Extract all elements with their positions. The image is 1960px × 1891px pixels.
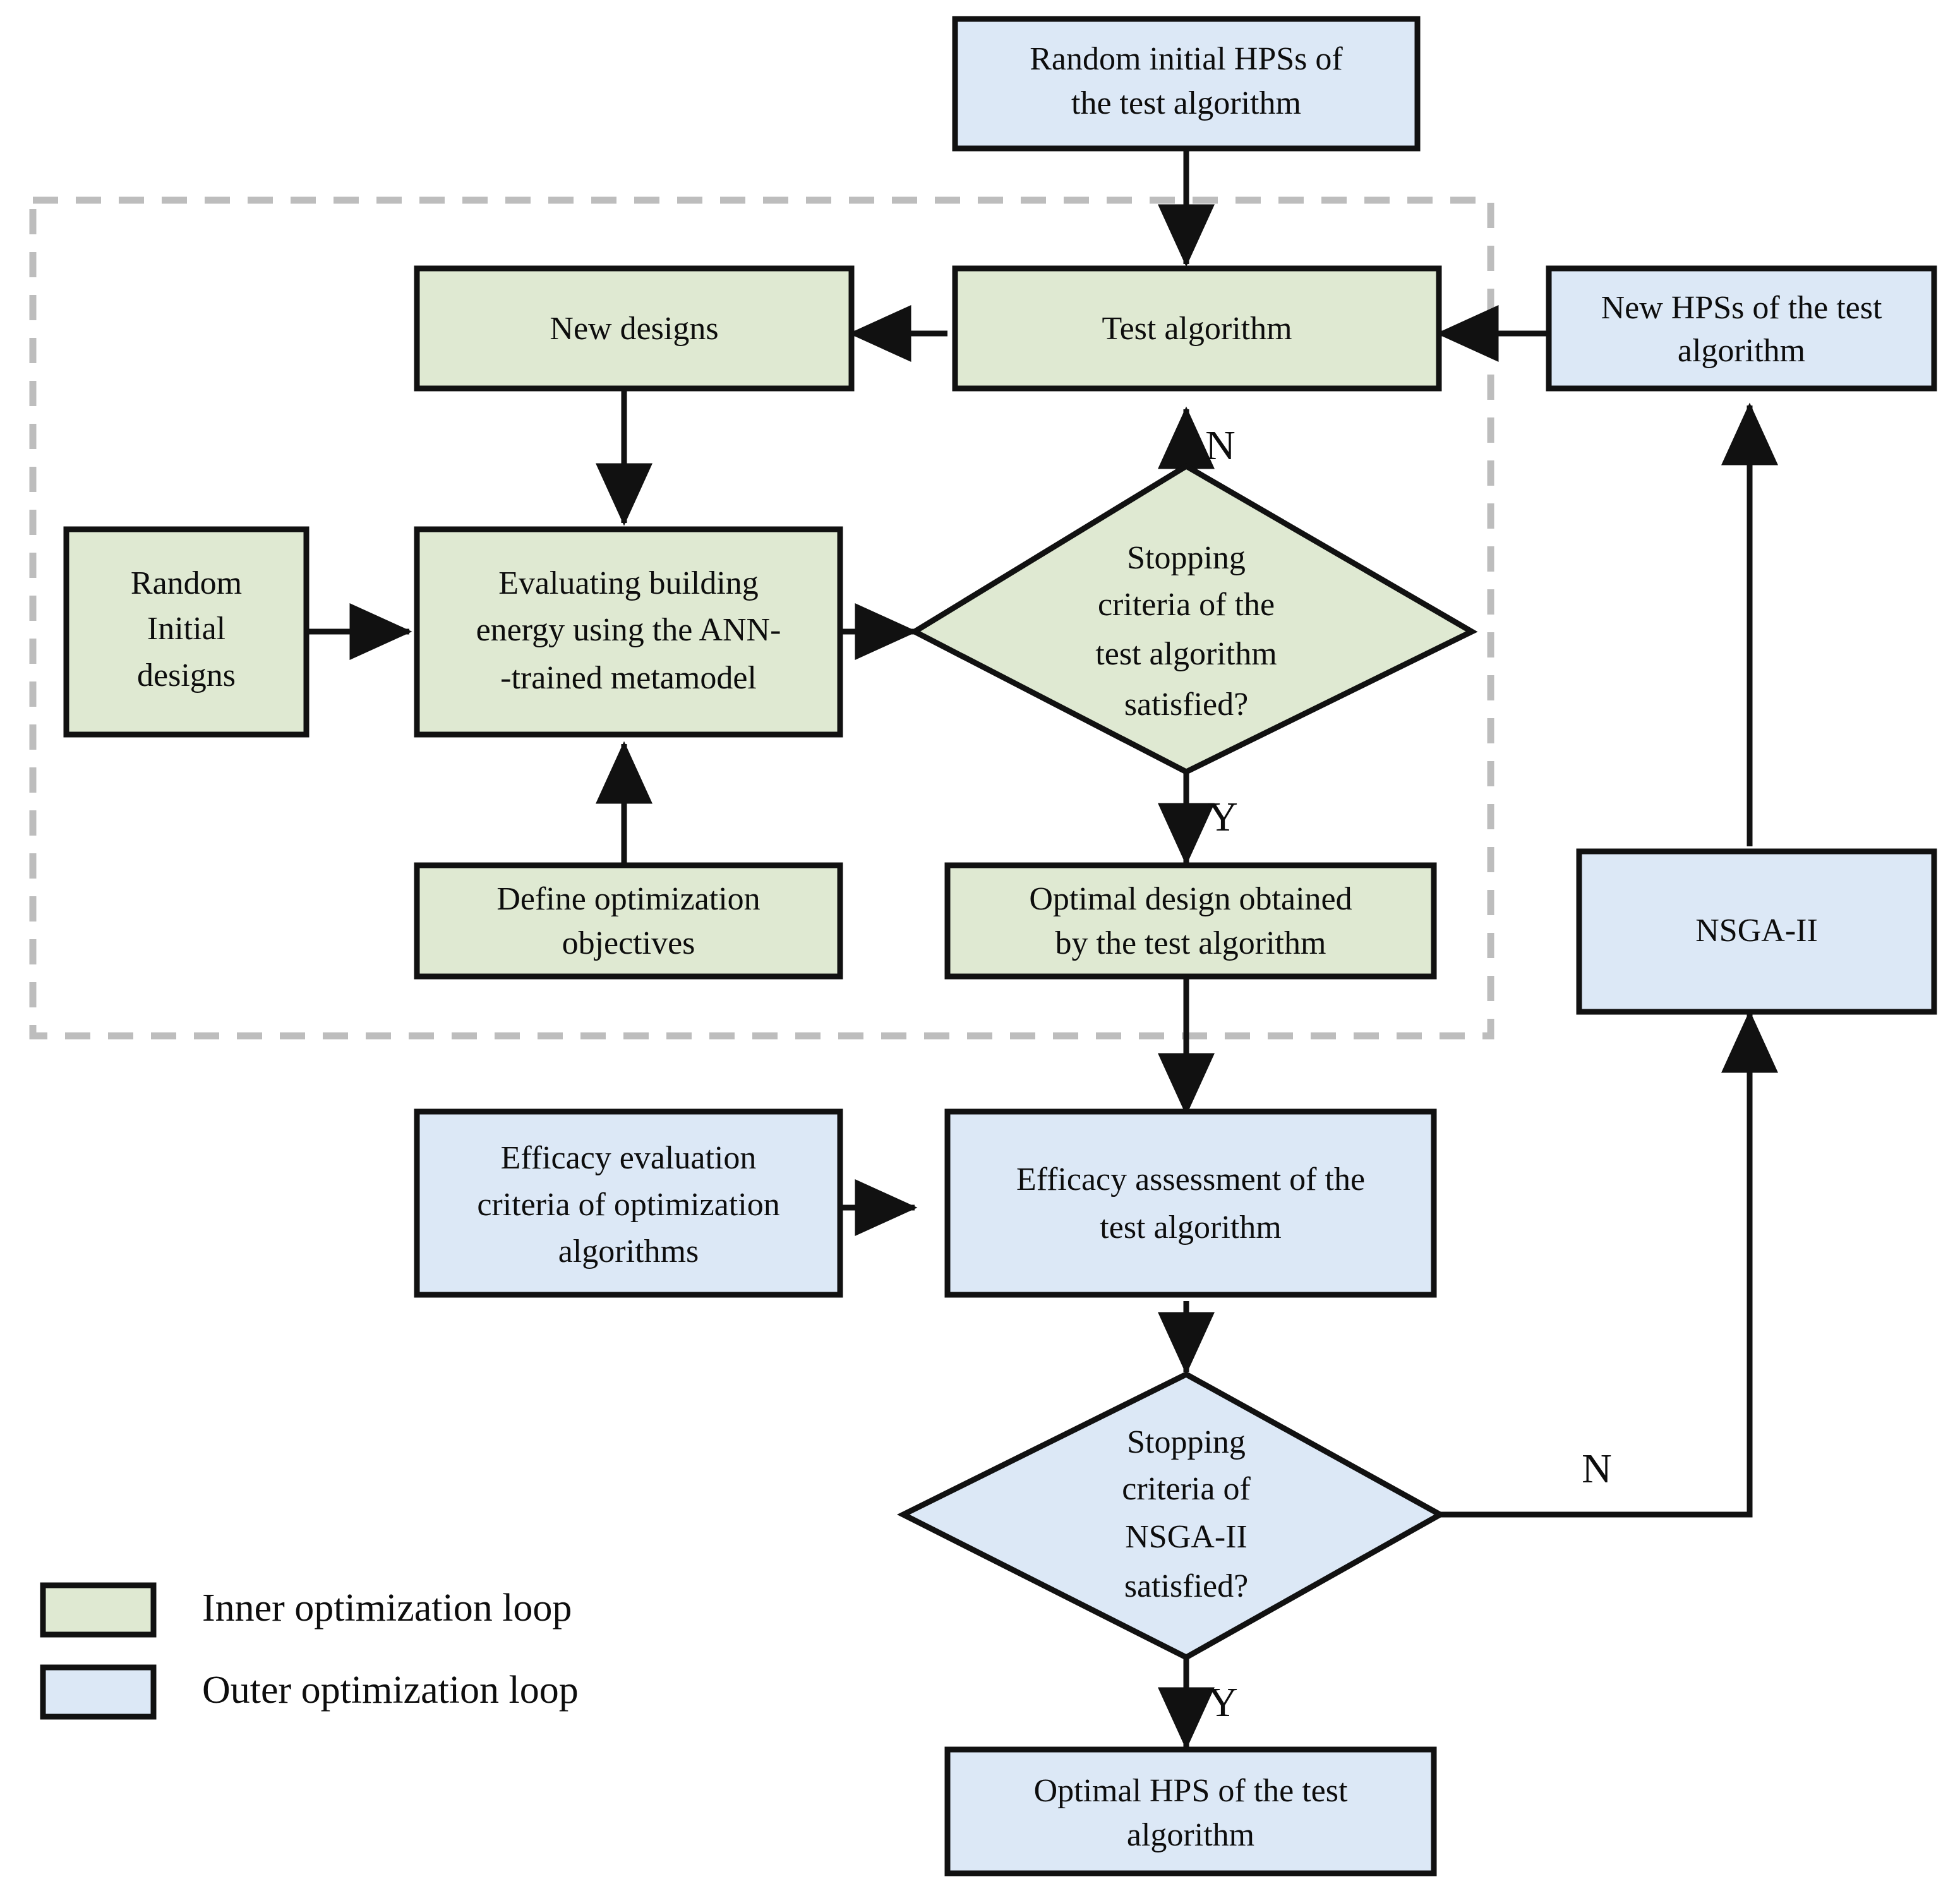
node-stopping-inner-line-1: criteria of the bbox=[1098, 587, 1275, 623]
node-evaluating-building-energy[interactable]: Evaluating building energy using the ANN… bbox=[414, 526, 843, 738]
node-optimal-design-line-1: by the test algorithm bbox=[1055, 925, 1326, 961]
node-random-initial-designs-line-2: designs bbox=[137, 657, 236, 693]
node-optimal-hps-line-1: algorithm bbox=[1127, 1817, 1254, 1853]
node-new-hpss-of-test-algorithm[interactable]: New HPSs of the test algorithm bbox=[1546, 265, 1937, 392]
node-stopping-criteria-nsga[interactable]: Stopping criteria of NSGA-II satisfied? bbox=[896, 1371, 1446, 1661]
node-define-optimization-objectives[interactable]: Define optimization objectives bbox=[414, 862, 843, 980]
node-new-hpss-line-1: algorithm bbox=[1678, 333, 1805, 369]
legend: Inner optimization loop Outer optimizati… bbox=[40, 1582, 579, 1720]
node-evaluating-line-1: energy using the ANN- bbox=[476, 612, 781, 648]
node-evaluating-line-0: Evaluating building bbox=[498, 565, 759, 601]
node-efficacy-assessment-line-0: Efficacy assessment of the bbox=[1016, 1162, 1365, 1198]
legend-item-inner-optimization-loop: Inner optimization loop bbox=[40, 1582, 572, 1638]
node-efficacy-assessment[interactable]: Efficacy assessment of the test algorith… bbox=[944, 1108, 1437, 1298]
node-define-objectives-line-0: Define optimization bbox=[496, 881, 760, 917]
node-define-objectives-line-1: objectives bbox=[562, 925, 695, 961]
node-new-designs[interactable]: New designs bbox=[414, 265, 855, 392]
node-nsga-ii-label: NSGA-II bbox=[1695, 913, 1818, 949]
node-efficacy-criteria-line-0: Efficacy evaluation bbox=[501, 1140, 757, 1176]
legend-swatch-inner bbox=[40, 1582, 157, 1638]
node-random-initial-hpss[interactable]: Random initial HPSs of the test algorith… bbox=[952, 16, 1421, 152]
node-stopping-outer-line-1: criteria of bbox=[1122, 1471, 1251, 1507]
node-efficacy-evaluation-criteria[interactable]: Efficacy evaluation criteria of optimiza… bbox=[414, 1108, 843, 1298]
node-random-initial-designs-line-0: Random bbox=[131, 565, 242, 601]
branch-label-outer-yes: Y bbox=[1208, 1679, 1238, 1726]
branch-label-outer-no: N bbox=[1582, 1446, 1612, 1492]
node-random-initial-designs[interactable]: Random Initial designs bbox=[63, 526, 310, 738]
node-stopping-inner-line-2: test algorithm bbox=[1095, 636, 1277, 672]
branch-label-inner-no: N bbox=[1205, 423, 1236, 469]
node-test-algorithm[interactable]: Test algorithm bbox=[952, 265, 1442, 392]
node-optimal-design-obtained[interactable]: Optimal design obtained by the test algo… bbox=[944, 862, 1437, 980]
node-new-hpss-line-0: New HPSs of the test bbox=[1601, 290, 1882, 326]
node-stopping-inner-line-0: Stopping bbox=[1127, 540, 1246, 576]
node-stopping-outer-line-2: NSGA-II bbox=[1125, 1519, 1248, 1555]
inner-loop-boundary bbox=[29, 196, 1494, 1040]
node-random-initial-designs-line-1: Initial bbox=[147, 611, 225, 647]
node-optimal-design-line-0: Optimal design obtained bbox=[1029, 881, 1352, 917]
node-nsga-ii[interactable]: NSGA-II bbox=[1576, 848, 1937, 1015]
legend-label-inner: Inner optimization loop bbox=[202, 1587, 572, 1630]
node-test-algorithm-label: Test algorithm bbox=[1102, 311, 1292, 347]
node-new-designs-label: New designs bbox=[550, 311, 718, 347]
node-efficacy-assessment-line-1: test algorithm bbox=[1100, 1210, 1281, 1246]
node-efficacy-criteria-line-2: algorithms bbox=[558, 1234, 699, 1270]
node-optimal-hps-line-0: Optimal HPS of the test bbox=[1034, 1773, 1348, 1809]
node-random-initial-hpss-line-0: Random initial HPSs of bbox=[1030, 41, 1343, 77]
node-evaluating-line-2: -trained metamodel bbox=[500, 660, 757, 696]
connectors bbox=[306, 148, 1778, 1750]
node-stopping-criteria-test-algorithm[interactable]: Stopping criteria of the test algorithm … bbox=[908, 462, 1478, 776]
node-stopping-outer-line-0: Stopping bbox=[1127, 1424, 1246, 1460]
node-optimal-hps[interactable]: Optimal HPS of the test algorithm bbox=[944, 1746, 1437, 1876]
node-efficacy-criteria-line-1: criteria of optimization bbox=[477, 1187, 779, 1223]
legend-swatch-outer bbox=[40, 1664, 157, 1720]
legend-item-outer-optimization-loop: Outer optimization loop bbox=[40, 1664, 579, 1720]
node-stopping-outer-line-3: satisfied? bbox=[1124, 1568, 1248, 1604]
branch-label-inner-yes: Y bbox=[1208, 794, 1238, 840]
node-stopping-inner-line-3: satisfied? bbox=[1124, 687, 1248, 723]
edge-stopping-outer-no-to-nsga bbox=[1439, 1010, 1778, 1518]
legend-label-outer: Outer optimization loop bbox=[202, 1669, 579, 1712]
node-random-initial-hpss-line-1: the test algorithm bbox=[1071, 85, 1301, 121]
